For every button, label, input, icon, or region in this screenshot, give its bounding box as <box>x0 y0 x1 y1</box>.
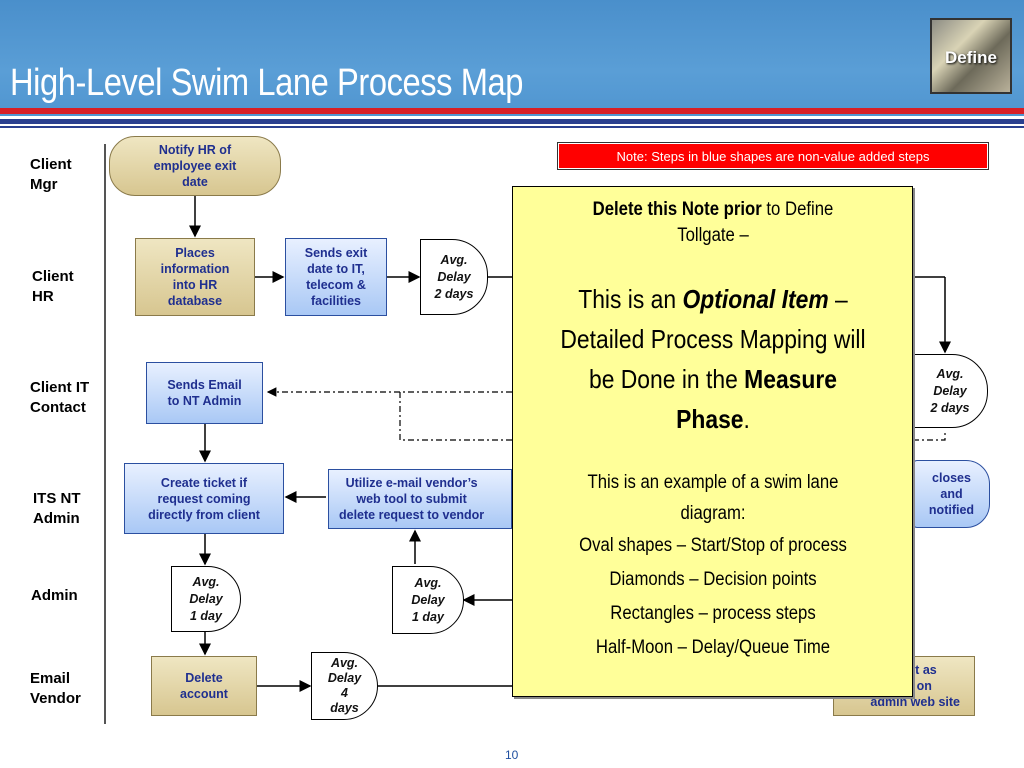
callout-legend-half-moon: Half-Moon – Delay/Queue Time <box>595 637 831 658</box>
callout-legend-rectangle: Rectangles – process steps <box>610 603 816 624</box>
callout-optional-item: This is an Optional Item – Detailed Proc… <box>560 284 866 434</box>
red-stripe <box>0 108 1024 114</box>
slide-title: High-Level Swim Lane Process Map <box>10 62 523 104</box>
non-value-added-note: Note: Steps in blue shapes are non-value… <box>557 142 989 170</box>
callout-example: This is an example of a swim lane diagra… <box>587 472 839 524</box>
define-badge-label: Define <box>945 48 997 67</box>
navy-stripe <box>0 119 1024 124</box>
define-badge: Define <box>930 18 1012 94</box>
slide-header <box>0 0 1024 118</box>
lane-label-admin: Admin <box>31 587 78 604</box>
page-number: 10 <box>505 748 519 762</box>
callout-instruction: Delete this Note prior to Define Tollgat… <box>592 199 834 246</box>
callout-legend-oval: Oval shapes – Start/Stop of process <box>579 535 847 556</box>
optional-item-callout: Delete this Note prior to Define Tollgat… <box>512 186 913 697</box>
callout-legend-diamond: Diamonds – Decision points <box>609 569 817 590</box>
navy-thin-stripe <box>0 126 1024 128</box>
lane-divider <box>104 144 106 724</box>
white-stripe <box>0 116 1024 118</box>
